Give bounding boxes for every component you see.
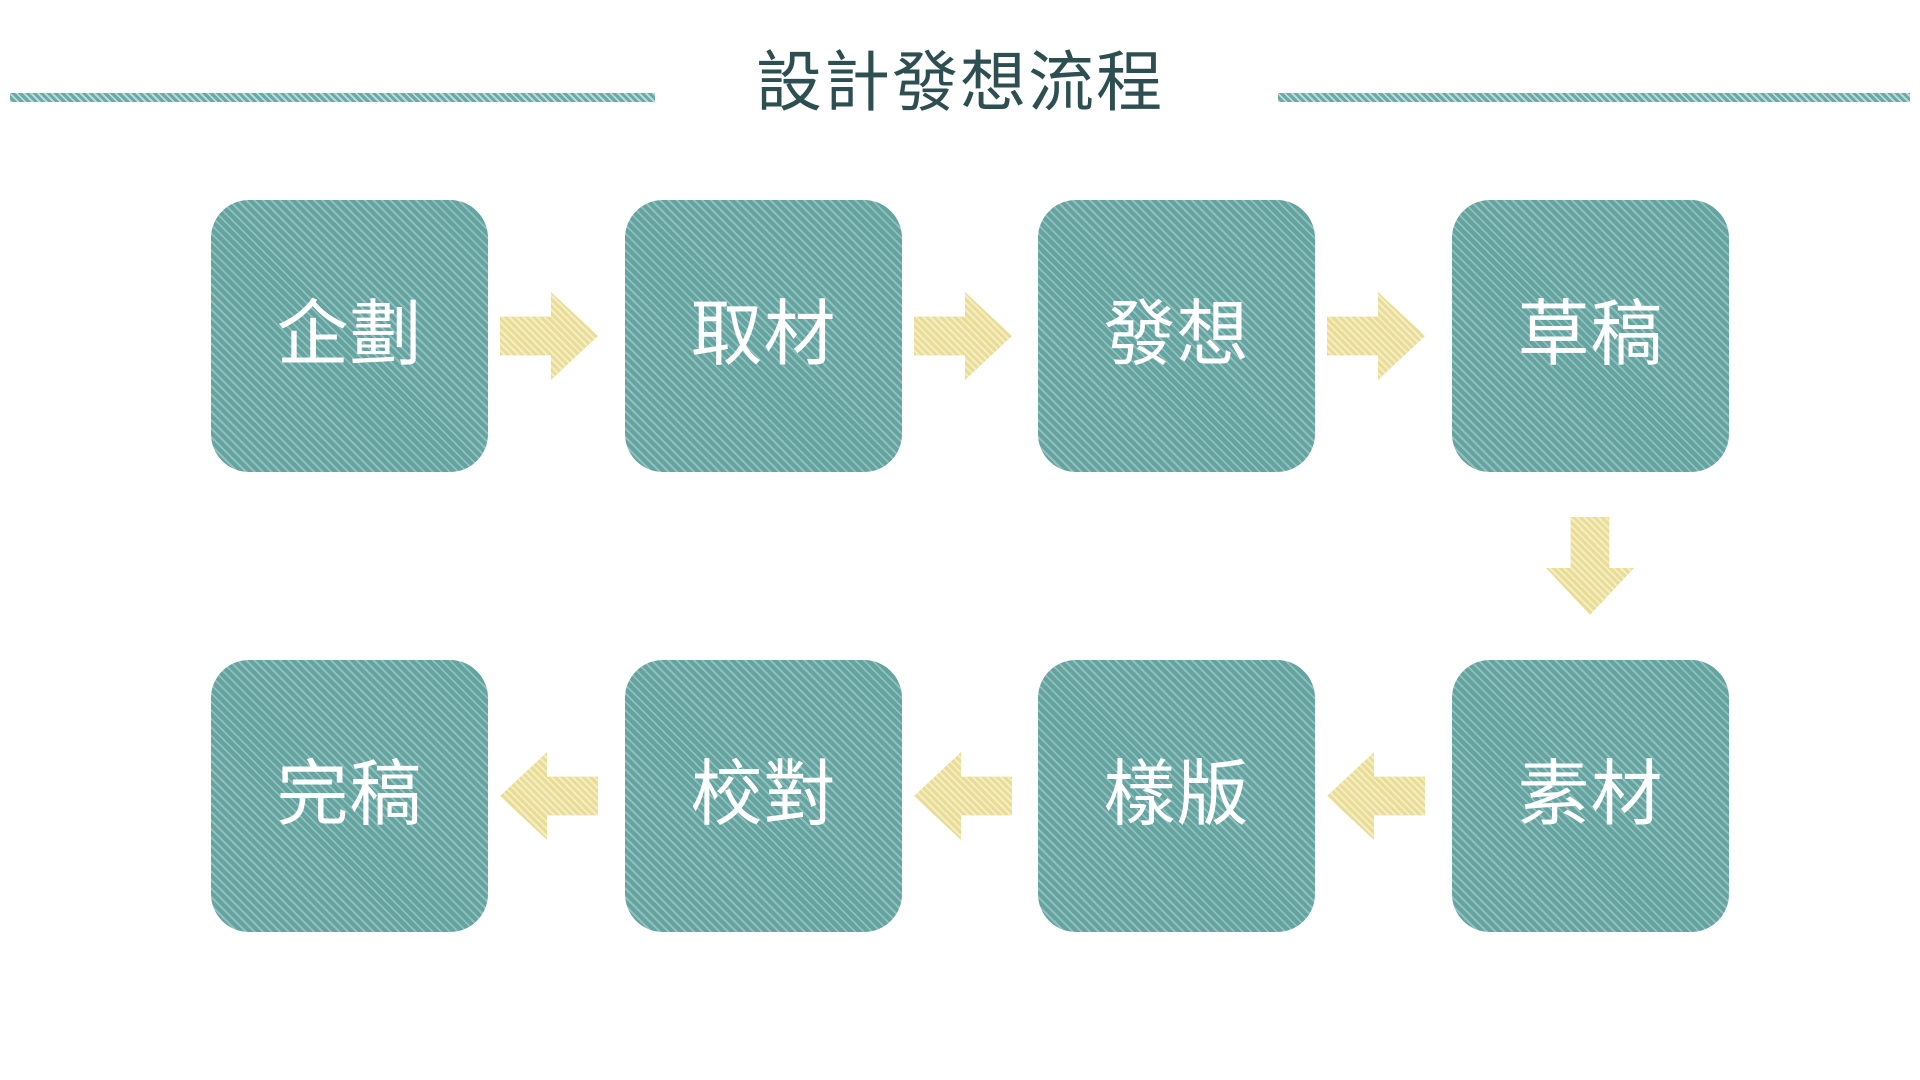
flow-node-step-1[interactable]: 企劃 bbox=[211, 200, 488, 472]
flow-node-label: 完稿 bbox=[276, 755, 423, 836]
title-bar: 設計發想流程 bbox=[0, 36, 1920, 146]
flow-node-step-4[interactable]: 草稿 bbox=[1452, 200, 1729, 472]
flow-node-label: 樣版 bbox=[1103, 755, 1250, 836]
flow-arrow-right-icon-2 bbox=[914, 292, 1012, 380]
flow-node-step-6[interactable]: 樣版 bbox=[1038, 660, 1315, 932]
flow-arrow-right-icon-3 bbox=[1327, 292, 1425, 380]
flow-arrow-left-icon-2 bbox=[914, 752, 1012, 840]
flow-node-step-7[interactable]: 校對 bbox=[625, 660, 902, 932]
flow-arrow-right-icon-1 bbox=[500, 292, 598, 380]
flow-node-step-2[interactable]: 取材 bbox=[625, 200, 902, 472]
flow-arrow-down-icon bbox=[1546, 517, 1634, 615]
flow-node-step-8[interactable]: 完稿 bbox=[211, 660, 488, 932]
flow-node-step-5[interactable]: 素材 bbox=[1452, 660, 1729, 932]
flow-arrow-left-icon-1 bbox=[1327, 752, 1425, 840]
flow-node-label: 草稿 bbox=[1517, 295, 1664, 376]
title-rule-left-decoration bbox=[10, 93, 655, 102]
flow-node-step-3[interactable]: 發想 bbox=[1038, 200, 1315, 472]
flow-node-label: 校對 bbox=[690, 755, 837, 836]
title-rule-right-decoration bbox=[1278, 93, 1910, 102]
flow-node-label: 素材 bbox=[1517, 755, 1664, 836]
flow-node-label: 發想 bbox=[1103, 295, 1250, 376]
flow-node-label: 企劃 bbox=[276, 295, 423, 376]
flow-arrow-left-icon-3 bbox=[500, 752, 598, 840]
page-title: 設計發想流程 bbox=[756, 45, 1164, 119]
flow-node-label: 取材 bbox=[690, 295, 837, 376]
